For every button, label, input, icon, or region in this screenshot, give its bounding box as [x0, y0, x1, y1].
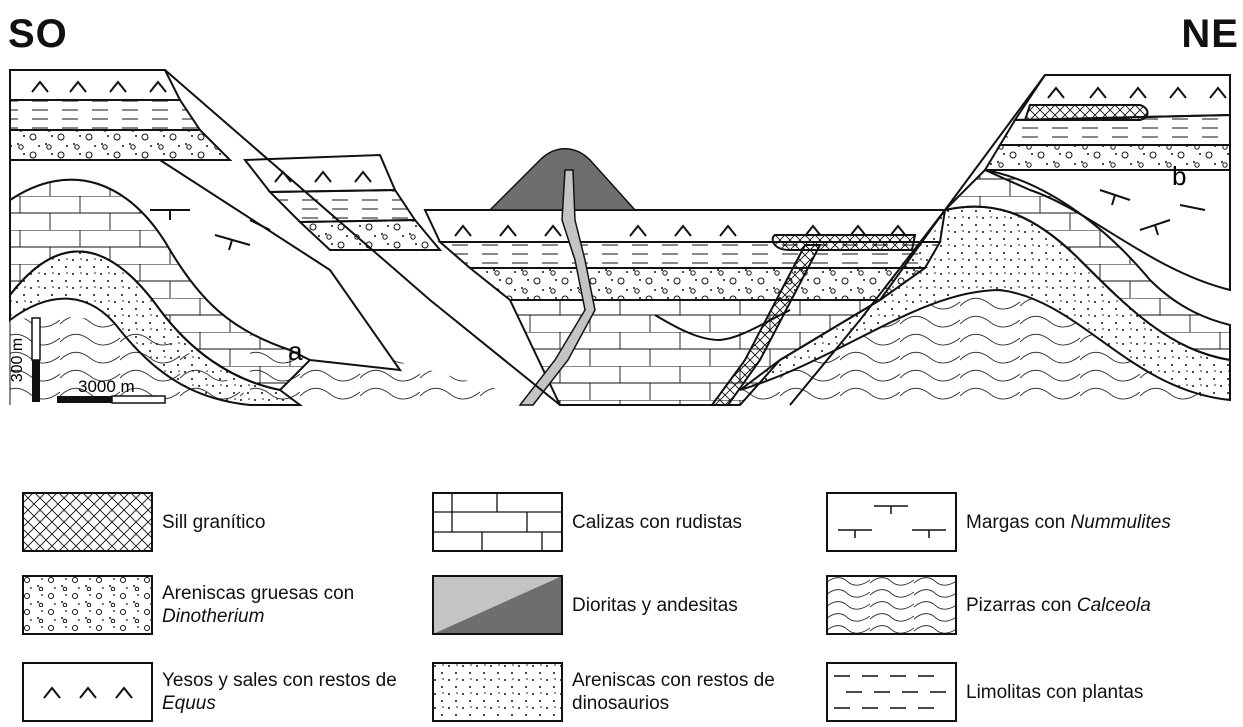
coarse-sandstone-swatch	[22, 575, 153, 635]
marker-label-a: a	[288, 336, 303, 366]
sandstone-swatch	[432, 662, 563, 722]
legend-item-gypsum: Yesos y sales con restos de Equus	[22, 662, 412, 722]
legend-italic: Nummulites	[1070, 511, 1171, 533]
legend-text: Limolitas con plantas	[966, 662, 1226, 722]
slate-swatch	[826, 575, 957, 635]
direction-label-southwest: SO	[8, 12, 68, 56]
legend-text: Areniscas gruesas con Dinotherium	[162, 575, 422, 635]
vertical-scale-bar: 300 m	[9, 317, 41, 402]
coarse-sandstone-center	[467, 267, 929, 301]
siltstone-block-2	[267, 188, 417, 224]
legend-item-slate: Pizarras con Calceola	[826, 575, 1216, 635]
direction-label-northeast: NE	[1181, 12, 1239, 56]
fault-left	[164, 69, 561, 406]
diorite-swatch	[432, 575, 563, 635]
legend-item-granite-sill: Sill granítico	[22, 492, 412, 552]
gypsum-swatch	[22, 662, 153, 722]
gypsum-block-2	[243, 153, 397, 194]
granite-swatch	[22, 492, 153, 552]
legend-label: Limolitas con plantas	[966, 681, 1144, 703]
legend-italic: Calceola	[1076, 594, 1151, 616]
fault-right	[789, 74, 1046, 406]
granite-feeder	[710, 244, 822, 406]
legend-text: Dioritas y andesitas	[572, 575, 832, 635]
legend-item-coarse-sandstone: Areniscas gruesas con Dinotherium	[22, 575, 412, 635]
marls-swatch	[826, 492, 957, 552]
vertical-scale-label: 300 m	[9, 338, 26, 382]
legend-item-limestone: Calizas con rudistas	[432, 492, 822, 552]
diorite-volcano-cone	[488, 148, 637, 211]
slate-basement-right	[740, 290, 1230, 405]
siltstone-right	[998, 113, 1231, 146]
diorite-dyke	[518, 169, 596, 406]
siltstone-left	[9, 99, 202, 131]
legend-label: Dioritas y andesitas	[572, 594, 738, 616]
legend-label: Areniscas gruesas con	[162, 583, 355, 604]
legend-item-marls: Margas con Nummulites	[826, 492, 1216, 552]
siltstone-swatch	[826, 662, 957, 722]
granite-sill	[771, 234, 917, 251]
coarse-sandstone-right	[983, 144, 1231, 171]
legend-text: Yesos y sales con restos de Equus	[162, 662, 422, 722]
geological-cross-section: a b 300 m 3000 m	[9, 69, 1231, 406]
marker-label-b: b	[1172, 161, 1186, 191]
legend-item-sandstone: Areniscas con restos de dinosaurios	[432, 662, 822, 722]
legend-label: Calizas con rudistas	[572, 511, 743, 533]
limestone-swatch	[432, 492, 563, 552]
legend-label: Pizarras con	[966, 594, 1077, 616]
horizontal-scale-label: 3000 m	[78, 377, 135, 396]
marl-fold-left	[9, 159, 403, 372]
legend-italic: Equus	[162, 693, 216, 714]
legend-label: Sill granítico	[162, 511, 266, 533]
legend-label: Areniscas con restos de dinosaurios	[572, 670, 775, 714]
legend-text: Areniscas con restos de dinosaurios	[572, 662, 832, 722]
sandstone-fold-right	[739, 205, 1231, 402]
legend-text: Calizas con rudistas	[572, 492, 832, 552]
horizontal-scale-bar: 3000 m	[57, 377, 166, 404]
legend-text: Pizarras con Calceola	[966, 575, 1226, 635]
legend-text: Sill granítico	[162, 492, 422, 552]
legend-label: Margas con	[966, 511, 1071, 533]
legend-italic: Dinotherium	[162, 606, 265, 627]
legend-label: Yesos y sales con restos de	[162, 670, 397, 691]
coarse-block-2	[297, 218, 443, 251]
legend-text: Margas con Nummulites	[966, 492, 1226, 552]
coarse-sandstone-left	[9, 129, 233, 161]
legend-item-siltstone: Limolitas con plantas	[826, 662, 1216, 722]
legend-item-diorite: Dioritas y andesitas	[432, 575, 822, 635]
